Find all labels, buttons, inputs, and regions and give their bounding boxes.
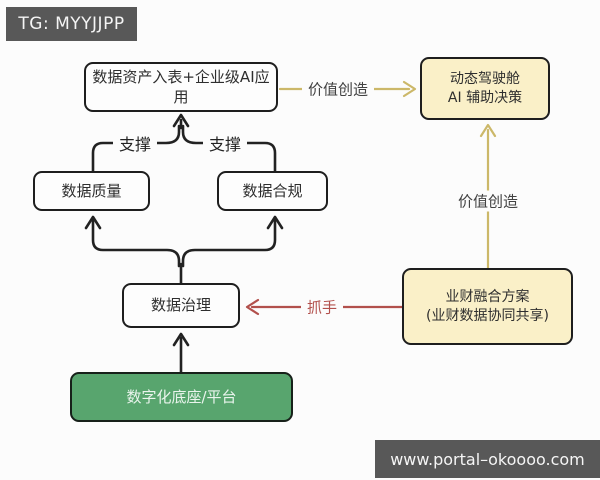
node-compliance-label: 数据合规 (242, 181, 303, 200)
edge-label-value-creation-right: 价值创造 (451, 190, 525, 212)
node-cockpit-line2: AI 辅助决策 (447, 89, 523, 106)
edge-governance-to-quality (91, 218, 181, 268)
arrowhead-into-cockpit-left (402, 80, 417, 98)
edge-label-grip: 抓手 (300, 296, 344, 318)
arrowhead-into-asset (172, 113, 190, 128)
node-data-asset: 数据资产入表+企业级AI应用 (84, 62, 278, 112)
edge-governance-to-compliance (181, 218, 277, 268)
node-finance-line1: 业财融合方案 (445, 288, 530, 305)
node-quality-label: 数据质量 (61, 181, 122, 200)
node-platform-label: 数字化底座/平台 (126, 387, 237, 406)
edge-label-value-creation-top: 价值创造 (301, 78, 375, 100)
arrowhead-into-cockpit-bottom (479, 123, 497, 138)
node-finance-line2: (业财数据协同共享) (426, 307, 549, 324)
arrowhead-into-compliance (266, 215, 284, 230)
arrowhead-into-governance (172, 332, 190, 347)
node-compliance: 数据合规 (217, 171, 328, 211)
edge-label-support-left: 支撑 (112, 131, 158, 155)
node-governance: 数据治理 (122, 283, 240, 328)
node-data-asset-label: 数据资产入表+企业级AI应用 (92, 67, 270, 106)
watermark-url: www.portal–okoooo.com (375, 440, 600, 478)
node-cockpit: 动态驾驶舱 AI 辅助决策 (420, 57, 550, 120)
node-finance: 业财融合方案 (业财数据协同共享) (402, 268, 573, 345)
node-quality: 数据质量 (33, 171, 150, 211)
arrowhead-into-quality (84, 215, 102, 230)
node-governance-label: 数据治理 (150, 296, 211, 315)
node-cockpit-line1: 动态驾驶舱 (450, 70, 520, 87)
arrowhead-into-governance-right (245, 298, 260, 316)
tg-badge: TG: MYYJJPP (6, 7, 137, 41)
edge-label-support-right: 支撑 (202, 131, 248, 155)
node-platform: 数字化底座/平台 (70, 372, 293, 422)
